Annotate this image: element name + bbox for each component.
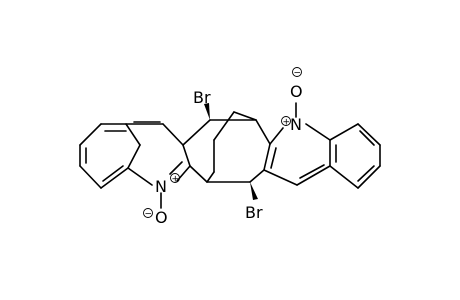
charge-plus-right: + bbox=[283, 118, 291, 128]
right-pyridine-ring bbox=[263, 123, 331, 186]
bromine-atom-bottom: Br bbox=[245, 203, 263, 222]
negative-charge-right-icon bbox=[292, 67, 302, 77]
bromine-atom-top: Br bbox=[193, 88, 211, 107]
wedge-bond-bottom bbox=[250, 182, 258, 200]
charge-minus-left: − bbox=[145, 210, 153, 220]
positive-charge-left-icon bbox=[170, 173, 180, 183]
nitrogen-atom-left: N bbox=[155, 177, 167, 196]
left-benzene-ring bbox=[79, 123, 141, 189]
oxygen-atom-right: O bbox=[290, 82, 303, 101]
charge-minus-right: − bbox=[294, 69, 302, 79]
oxygen-atom-left: O bbox=[155, 208, 168, 227]
central-bridge bbox=[182, 111, 271, 183]
right-benzene-ring bbox=[329, 123, 381, 189]
nitrogen-atom-right: N bbox=[290, 115, 302, 134]
negative-charge-left-icon bbox=[143, 208, 153, 218]
positive-charge-right-icon bbox=[281, 116, 291, 126]
wedge-bond-top bbox=[204, 103, 210, 120]
charge-plus-left: + bbox=[172, 175, 180, 185]
